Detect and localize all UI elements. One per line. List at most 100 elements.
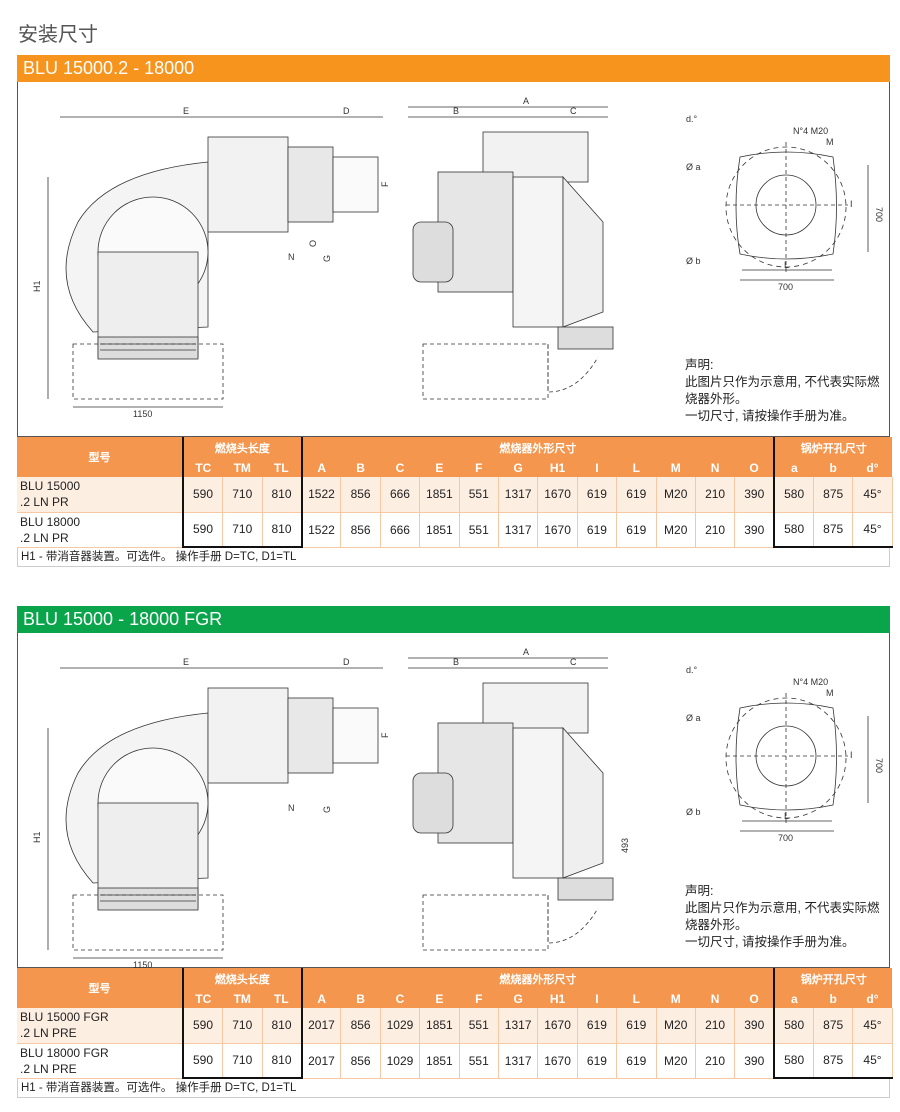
column-header: H1 [537, 990, 578, 1008]
dim-700-horizontal: 700 [778, 282, 793, 292]
column-header: G [498, 459, 538, 477]
value-cell: 1851 [419, 1043, 460, 1079]
header-boiler-hole: 锅炉开孔尺寸 [773, 968, 893, 990]
value-cell: 210 [695, 1043, 736, 1079]
column-header: H1 [537, 459, 578, 477]
column-header: TM [222, 459, 262, 477]
dim-I: I [850, 199, 853, 209]
column-header: a [773, 459, 814, 477]
column-header: L [616, 990, 657, 1008]
dim-L: L [784, 260, 789, 270]
value-cell: 1317 [498, 1008, 539, 1044]
note-line: 声明: [685, 358, 714, 372]
dim-E: E [183, 657, 189, 667]
value-cell: 810 [262, 1008, 303, 1044]
value-cell: 580 [773, 1043, 815, 1079]
column-header: TL [262, 459, 303, 477]
value-cell: 551 [459, 1043, 499, 1079]
value-cell: 710 [222, 477, 263, 513]
value-cell: M20 [656, 512, 696, 548]
model-cell: BLU 18000.2 LN PR [17, 512, 184, 548]
value-cell: 710 [222, 1043, 263, 1079]
value-cell: 390 [734, 1043, 775, 1079]
value-cell: 551 [459, 512, 499, 548]
value-cell: 619 [616, 1008, 657, 1044]
model-name-line: BLU 18000 [20, 514, 81, 529]
label-oa: Ø a [686, 713, 701, 723]
dim-G: G [322, 806, 332, 813]
value-cell: 1670 [537, 1008, 578, 1044]
value-cell: 1522 [301, 477, 342, 513]
value-cell: 710 [222, 512, 263, 548]
value-cell: 856 [340, 1008, 381, 1044]
column-header: M [656, 990, 696, 1008]
value-cell: 666 [380, 512, 421, 548]
header-model: 型号 [17, 437, 183, 477]
note-line: 此图片只作为示意用, 不代表实际燃 [685, 375, 880, 389]
model-name-line: .2 LN PR [20, 495, 69, 510]
value-cell: 619 [577, 512, 618, 548]
column-header: G [498, 990, 538, 1008]
value-cell: 2017 [301, 1008, 342, 1044]
model-cell: BLU 15000 FGR.2 LN PRE [17, 1008, 184, 1044]
column-header: d° [852, 990, 893, 1008]
value-cell: 1317 [498, 512, 539, 548]
value-cell: 45° [852, 512, 893, 548]
dim-E: E [183, 106, 189, 116]
value-cell: 710 [222, 1008, 263, 1044]
dim-L: L [784, 811, 789, 821]
section-title: BLU 15000 - 18000 FGR [23, 609, 223, 629]
dim-H1: H1 [32, 280, 42, 292]
value-cell: 810 [262, 1043, 303, 1079]
column-header: F [459, 990, 499, 1008]
value-cell: 580 [773, 512, 815, 548]
label-oa: Ø a [686, 162, 701, 172]
value-cell: 1317 [498, 477, 539, 513]
column-header: N [695, 459, 735, 477]
value-cell: 2017 [301, 1043, 342, 1079]
value-cell: 390 [734, 477, 775, 513]
value-cell: 1670 [537, 512, 578, 548]
note-line: 烧器外形。 [685, 918, 748, 932]
dim-C: C [570, 657, 577, 667]
value-cell: 1851 [419, 1008, 460, 1044]
burner-drawing-svg: E D 1150 H1 G F N O [32, 96, 884, 419]
dim-O: O [308, 240, 318, 247]
dim-493: 493 [620, 838, 630, 853]
dim-1150: 1150 [133, 409, 152, 419]
value-cell: 856 [340, 512, 381, 548]
model-cell: BLU 15000.2 LN PR [17, 477, 184, 513]
label-n4-m20: N°4 M20 [793, 126, 828, 136]
label-d: d.° [686, 665, 698, 675]
model-name-line: BLU 18000 FGR [20, 1045, 109, 1060]
value-cell: 210 [695, 512, 736, 548]
column-header: O [734, 990, 775, 1008]
value-cell: M20 [656, 1008, 696, 1044]
value-cell: 1670 [537, 1043, 578, 1079]
dim-700-vertical: 700 [874, 758, 884, 773]
column-header: I [577, 459, 617, 477]
note-line: 一切尺寸, 请按操作手册为准。 [685, 409, 855, 423]
column-header: A [301, 459, 341, 477]
model-name-line: .2 LN PRE [20, 1026, 77, 1041]
header-head-length: 燃烧头长度 [182, 437, 303, 459]
column-header: M [656, 459, 696, 477]
dim-G: G [322, 255, 332, 262]
value-cell: 810 [262, 477, 303, 513]
boiler-hole-drawing: d.° N°4 M20 M Ø a Ø b 700 L 700 I [686, 665, 884, 843]
value-cell: 1029 [380, 1043, 421, 1079]
dim-F: F [380, 732, 390, 738]
dim-D: D [343, 106, 350, 116]
dim-A: A [523, 96, 529, 106]
column-header: A [301, 990, 341, 1008]
value-cell: 390 [734, 512, 775, 548]
dim-D: D [343, 657, 350, 667]
value-cell: 1851 [419, 477, 460, 513]
page-title: 安装尺寸 [18, 24, 98, 46]
side-view-drawing: E D 1150 H1 G F N [32, 657, 390, 970]
disclaimer-note: 声明: 此图片只作为示意用, 不代表实际燃 烧器外形。 一切尺寸, 请按操作手册… [685, 883, 879, 951]
column-header: F [459, 459, 499, 477]
value-cell: 1522 [301, 512, 342, 548]
front-view-drawing: A B C 493 [408, 647, 630, 951]
